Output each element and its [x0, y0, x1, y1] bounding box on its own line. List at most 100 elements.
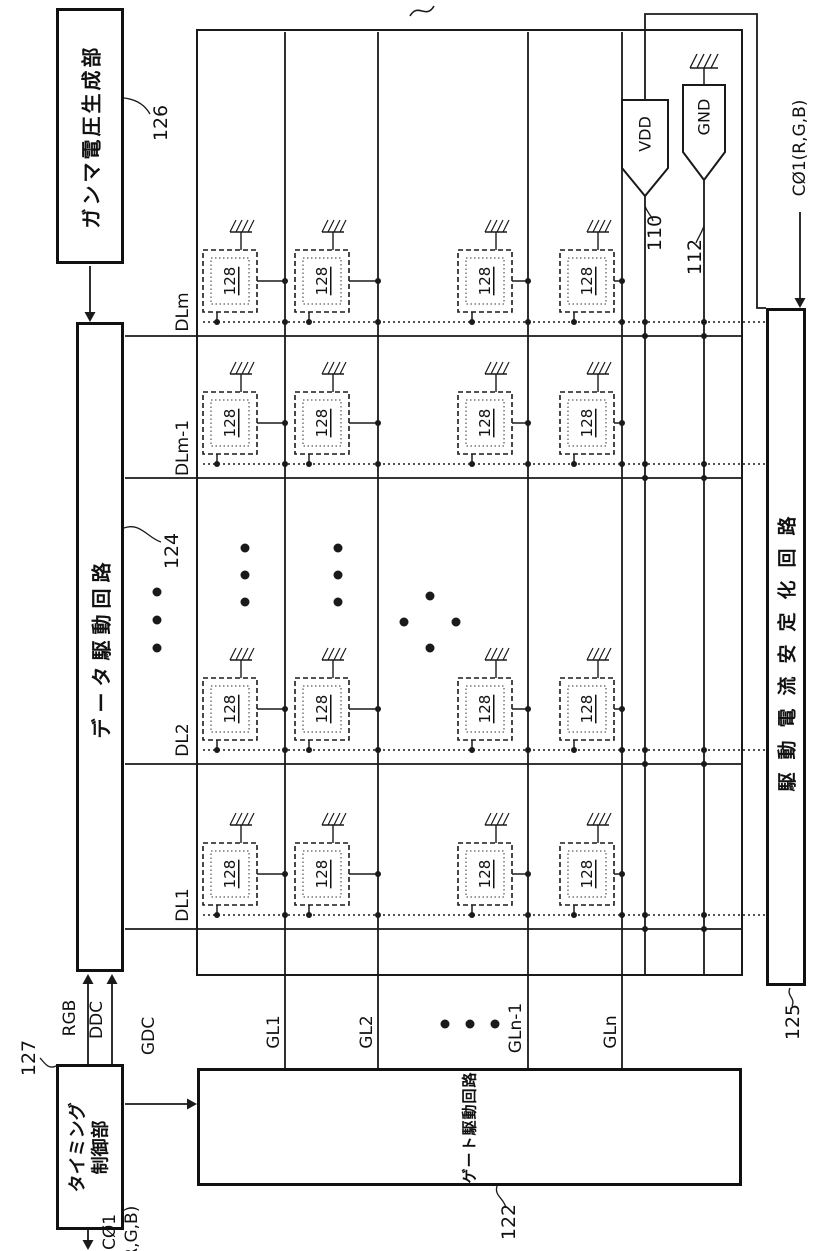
gate-line-label-gl1: GL1: [264, 1015, 284, 1049]
pixel-gnd-hatch: [604, 812, 612, 826]
pixel-gnd-hatch: [327, 647, 335, 661]
pixel-ref-label: 128: [221, 267, 239, 296]
pixel-cell-inner: [465, 850, 505, 898]
timing-controller-box: タイミング 制御部: [56, 1064, 124, 1230]
pixel-cell-inner: [302, 685, 342, 733]
gdc-arrow-head-icon: [187, 1098, 197, 1110]
junction-dot: [642, 319, 648, 325]
junction-dot: [375, 912, 381, 918]
ellipsis-dot: [490, 1019, 500, 1029]
pixel-gnd-hatch: [502, 812, 510, 826]
ellipsis-dot: [333, 543, 343, 553]
data-line-label-dl1: DL1: [173, 888, 193, 922]
junction-dot: [306, 461, 312, 467]
pixel-gnd-hatch: [333, 361, 341, 375]
pixel-gnd-hatch: [598, 812, 606, 826]
leader-112: [695, 225, 705, 244]
pixel-cell: [559, 391, 615, 455]
junction-dot: [282, 912, 288, 918]
junction-dot: [375, 278, 381, 284]
pixel-cell-inner: [302, 850, 342, 898]
pixel-cell: [559, 677, 615, 741]
ellipsis-dot: [152, 587, 162, 597]
leader-124: [123, 526, 162, 543]
pixel-cell-inner: [302, 399, 342, 447]
junction-dot: [619, 319, 625, 325]
pixel-cell-inner: [465, 399, 505, 447]
leader-122: [495, 1185, 507, 1209]
ellipsis-dot: [152, 643, 162, 653]
pixel-ref-label: 128: [221, 409, 239, 438]
pixel-gnd-hatch: [339, 647, 347, 661]
junction-dot: [469, 747, 475, 753]
pixel-gnd-hatch: [235, 361, 243, 375]
junction-dot: [642, 461, 648, 467]
pixel-ref-label: 128: [476, 695, 494, 724]
ellipsis-dot: [240, 543, 250, 553]
junction-dot: [469, 461, 475, 467]
pixel-gnd-hatch: [235, 812, 243, 826]
pixel-cell-inner: [210, 257, 250, 305]
pixel-cell-inner: [210, 399, 250, 447]
pixel-cell-inner: [210, 850, 250, 898]
clock-bottom-arrow-head-icon: [82, 1240, 94, 1250]
pixel-gnd-hatch: [247, 219, 255, 233]
junction-dot: [282, 747, 288, 753]
junction-dot: [214, 319, 220, 325]
pixel-gnd-hatch: [490, 647, 498, 661]
junction-dot: [214, 747, 220, 753]
junction-dot: [214, 912, 220, 918]
junction-dot: [375, 706, 381, 712]
junction-dot: [571, 461, 577, 467]
ddc-arrow-head-icon: [106, 974, 118, 984]
pixel-gnd-hatch: [502, 219, 510, 233]
ellipsis-dot: [240, 570, 250, 580]
junction-dot: [571, 747, 577, 753]
ellipsis-dot: [240, 597, 250, 607]
pixel-cell: [294, 391, 350, 455]
pixel-gnd-hatch: [229, 219, 237, 233]
junction-dot: [619, 912, 625, 918]
pixel-gnd-hatch: [327, 361, 335, 375]
ellipsis-dot: [425, 643, 435, 653]
pixel-cell: [202, 391, 258, 455]
pixel-gnd-hatch: [484, 812, 492, 826]
pixel-cell: [457, 249, 513, 313]
pixel-cell-inner: [567, 257, 607, 305]
current-stabilizer-box: 駆動電流安定化回路: [766, 308, 806, 986]
pixel-gnd-hatch: [502, 647, 510, 661]
gnd-symbol-hatch: [703, 53, 712, 69]
gamma-voltage-generator-label: ガンマ電圧生成部: [79, 44, 104, 228]
junction-dot: [375, 319, 381, 325]
pixel-gnd-hatch: [490, 219, 498, 233]
pixel-gnd-hatch: [586, 647, 594, 661]
vdd-loop-wire: [644, 13, 766, 309]
pixel-gnd-hatch: [586, 219, 594, 233]
display-panel-outline: [196, 29, 743, 976]
pixel-ref-label: 128: [476, 860, 494, 889]
junction-dot: [619, 871, 625, 877]
pixel-cell: [457, 391, 513, 455]
junction-dot: [642, 926, 648, 932]
pixel-gnd-hatch: [229, 361, 237, 375]
junction-dot: [571, 912, 577, 918]
junction-dot: [282, 871, 288, 877]
leader-110: [644, 205, 654, 222]
junction-dot: [642, 761, 648, 767]
leader-125: [788, 987, 794, 1007]
data-line-label-dl2: DL2: [173, 723, 193, 757]
pixel-ref-label: 128: [578, 267, 596, 296]
junction-dot: [375, 461, 381, 467]
junction-dot: [375, 420, 381, 426]
gate-line-label-gln-1: GLn-1: [506, 1002, 526, 1054]
gate-driver-label: ゲート駆動回路: [460, 1070, 479, 1184]
leader-126: [123, 97, 151, 115]
junction-dot: [469, 319, 475, 325]
junction-dot: [282, 319, 288, 325]
junction-dot: [619, 706, 625, 712]
pixel-ref-label: 128: [313, 409, 331, 438]
pixel-gnd-hatch: [598, 361, 606, 375]
gate-line-label-gl2: GL2: [357, 1015, 377, 1049]
pixel-gnd-hatch: [484, 361, 492, 375]
